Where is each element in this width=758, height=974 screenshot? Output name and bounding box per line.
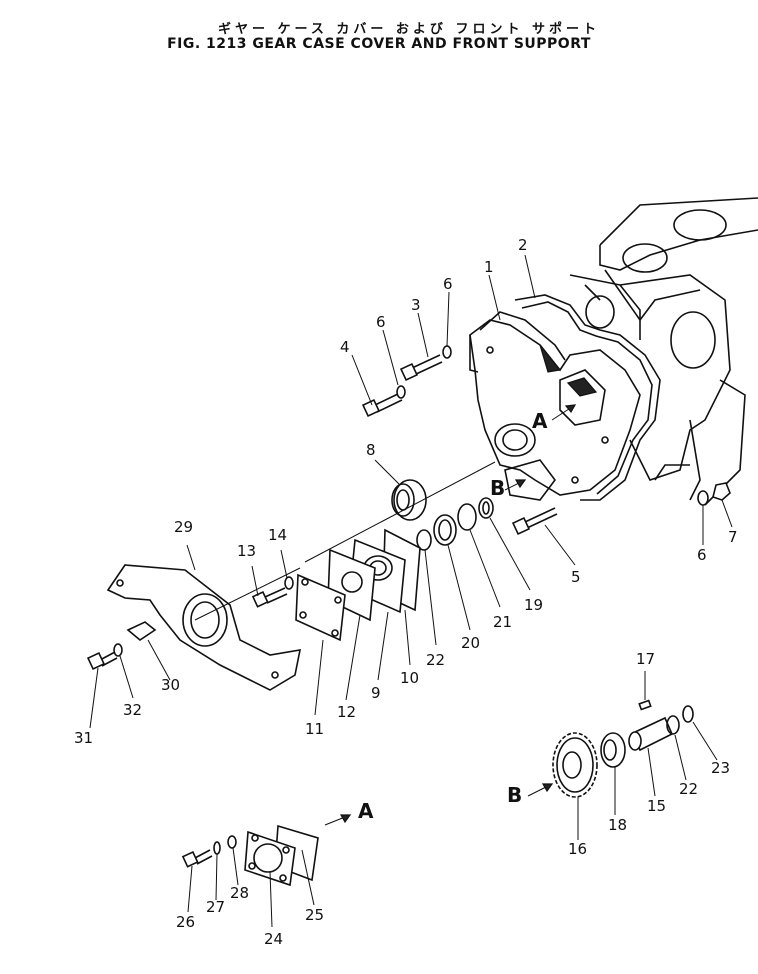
callout-10: 10 xyxy=(400,669,419,687)
ring-19 xyxy=(478,497,494,519)
washer-6-middle xyxy=(396,385,406,399)
nut-7 xyxy=(712,482,731,501)
cover-24 xyxy=(244,830,296,887)
callout-16: 16 xyxy=(568,840,587,858)
engine-block xyxy=(569,197,758,506)
callout-17: 17 xyxy=(636,650,655,668)
japanese-title: ギヤー ケース カバー および フロント サポート xyxy=(218,22,600,37)
snap-ring-21 xyxy=(457,503,477,531)
callout-15: 15 xyxy=(647,797,666,815)
cover-11 xyxy=(295,573,346,642)
callout-8: 8 xyxy=(366,441,376,459)
callout-3: 3 xyxy=(411,296,421,314)
callout-2: 2 xyxy=(518,236,528,254)
callout-11: 11 xyxy=(305,720,324,738)
snap-ring-22 xyxy=(416,529,432,551)
view-marker-a: A xyxy=(358,799,374,823)
snap-ring-22-lower xyxy=(666,715,680,735)
callout-19: 19 xyxy=(524,596,543,614)
idler-gear-16 xyxy=(552,732,598,798)
callout-22-upper: 22 xyxy=(426,651,445,669)
snap-ring-23 xyxy=(682,705,694,723)
callout-1: 1 xyxy=(484,258,494,276)
callout-6-right: 6 xyxy=(697,546,707,564)
callout-32: 32 xyxy=(123,701,142,719)
callout-21: 21 xyxy=(493,613,512,631)
callout-31: 31 xyxy=(74,729,93,747)
bearing-18 xyxy=(600,732,626,768)
callout-12: 12 xyxy=(337,703,356,721)
bolt-3 xyxy=(399,354,443,382)
figure-title: FIG. 1213 GEAR CASE COVER AND FRONT SUPP… xyxy=(167,36,591,52)
bracket-30 xyxy=(126,621,157,641)
gasket-2 xyxy=(514,294,661,501)
callout-30: 30 xyxy=(161,676,180,694)
washer-6-upper xyxy=(442,345,452,359)
washer-14 xyxy=(284,576,294,590)
ring-20 xyxy=(433,514,457,546)
view-marker-a-on-cover: A xyxy=(532,409,548,433)
key-17 xyxy=(638,699,652,711)
washer-6-right xyxy=(697,490,709,506)
front-support-29 xyxy=(106,564,302,691)
callout-28: 28 xyxy=(230,884,249,902)
callout-27: 27 xyxy=(206,898,225,916)
bolt-26 xyxy=(181,849,213,868)
callout-20: 20 xyxy=(461,634,480,652)
callout-24: 24 xyxy=(264,930,283,948)
callout-22-lower: 22 xyxy=(679,780,698,798)
callout-29: 29 xyxy=(174,518,193,536)
callout-7: 7 xyxy=(728,528,738,546)
callout-26: 26 xyxy=(176,913,195,931)
callout-5: 5 xyxy=(571,568,581,586)
callout-4: 4 xyxy=(340,338,350,356)
callout-6-middle: 6 xyxy=(376,313,386,331)
callout-9: 9 xyxy=(371,684,381,702)
view-marker-b: B xyxy=(507,783,522,807)
washer-28 xyxy=(227,835,237,849)
bolt-31 xyxy=(86,651,118,671)
view-marker-b-on-cover: B xyxy=(490,476,505,500)
shaft-15 xyxy=(628,716,674,752)
callout-14: 14 xyxy=(268,526,287,544)
bolt-13 xyxy=(251,587,288,608)
bolt-5 xyxy=(511,507,558,536)
callout-25: 25 xyxy=(305,906,324,924)
bearing-8 xyxy=(391,479,427,521)
gear-case-cover-1 xyxy=(469,311,641,501)
callout-13: 13 xyxy=(237,542,256,560)
lock-washer-27 xyxy=(213,841,221,855)
bolt-4 xyxy=(361,392,403,418)
callout-18: 18 xyxy=(608,816,627,834)
callout-23: 23 xyxy=(711,759,730,777)
callout-6-upper: 6 xyxy=(443,275,453,293)
washer-32 xyxy=(113,643,123,657)
